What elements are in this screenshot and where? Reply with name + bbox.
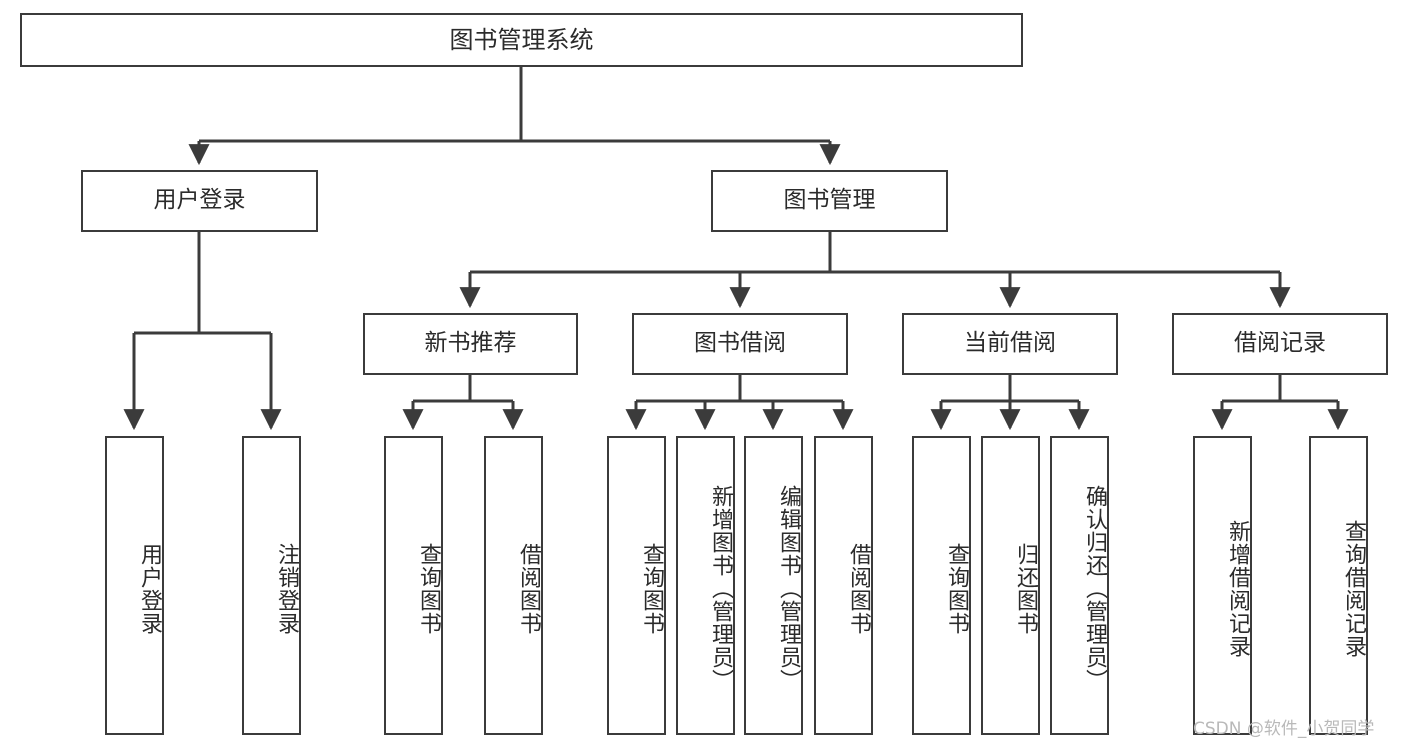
node-book-borrow[interactable]: 图书借阅 [632,313,848,375]
leaf-book-borrow-borrow[interactable]: 借阅图书 [814,436,873,735]
node-new-book-recommend[interactable]: 新书推荐 [363,313,578,375]
watermark-text: CSDN @软件_小贺同学 [1193,719,1375,739]
leaf-book-borrow-edit-admin[interactable]: 编辑图书（管理员） [744,436,803,735]
leaf-borrow-record-query[interactable]: 查询借阅记录 [1309,436,1368,735]
leaf-user-login-logout[interactable]: 注销登录 [242,436,301,735]
leaf-book-borrow-query[interactable]: 查询图书 [607,436,666,735]
leaf-current-borrow-query[interactable]: 查询图书 [912,436,971,735]
leaf-user-login-login[interactable]: 用户登录 [105,436,164,735]
leaf-borrow-record-add[interactable]: 新增借阅记录 [1193,436,1252,735]
leaf-book-borrow-add-admin[interactable]: 新增图书（管理员） [676,436,735,735]
node-user-login[interactable]: 用户登录 [81,170,318,232]
leaf-new-book-borrow[interactable]: 借阅图书 [484,436,543,735]
leaf-current-borrow-return[interactable]: 归还图书 [981,436,1040,735]
node-borrow-record[interactable]: 借阅记录 [1172,313,1388,375]
node-current-borrow[interactable]: 当前借阅 [902,313,1118,375]
node-root-system[interactable]: 图书管理系统 [20,13,1023,67]
leaf-current-borrow-confirm-admin[interactable]: 确认归还（管理员） [1050,436,1109,735]
leaf-new-book-query[interactable]: 查询图书 [384,436,443,735]
node-book-management[interactable]: 图书管理 [711,170,948,232]
